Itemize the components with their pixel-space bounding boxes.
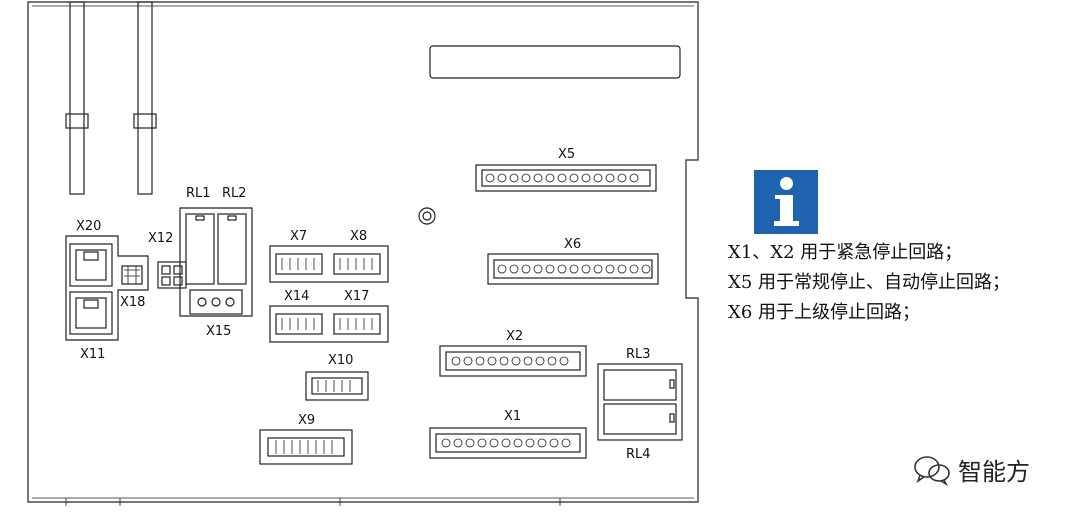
label-rl4: RL4 <box>626 447 651 462</box>
label-x1: X1 <box>504 409 521 424</box>
note-line-3: X6 用于上级停止回路； <box>728 302 920 323</box>
connector-x7-x8 <box>269 245 389 283</box>
notes-panel: X1、X2 用于紧急停止回路； X5 用于常规停止、自动停止回路； X6 用于上… <box>728 238 1078 328</box>
connector-x1 <box>429 427 587 459</box>
relay-rl1-rl2 <box>179 207 253 317</box>
connector-x6 <box>487 253 659 285</box>
watermark: 智能方 <box>912 452 1030 487</box>
label-x18: X18 <box>120 295 145 310</box>
wechat-icon <box>914 455 950 486</box>
connector-x14-x17 <box>269 305 389 343</box>
connector-x20-x11 <box>65 235 149 341</box>
label-x10: X10 <box>328 353 353 368</box>
label-x20: X20 <box>76 219 101 234</box>
connector-x12 <box>157 261 187 289</box>
label-x12: X12 <box>148 231 173 246</box>
label-x8: X8 <box>350 229 367 244</box>
label-rl1: RL1 <box>186 186 211 201</box>
label-x7: X7 <box>290 229 307 244</box>
label-rl3: RL3 <box>626 347 651 362</box>
circuit-board-diagram: X5 X6 X2 X1 RL1 RL2 RL3 RL4 X12 X20 X18 … <box>27 1 699 506</box>
label-x15: X15 <box>206 324 231 339</box>
connector-x5 <box>475 164 657 192</box>
connector-x10 <box>305 371 369 401</box>
label-x14: X14 <box>284 289 309 304</box>
note-line-1: X1、X2 用于紧急停止回路； <box>728 242 963 263</box>
label-x6: X6 <box>564 237 581 252</box>
relay-rl3-rl4 <box>597 363 683 441</box>
label-x5: X5 <box>558 147 575 162</box>
support-rails <box>65 1 157 195</box>
info-icon <box>754 170 818 234</box>
connector-x2 <box>439 345 587 377</box>
mounting-nut <box>418 207 436 225</box>
label-x2: X2 <box>506 329 523 344</box>
board-outline <box>27 1 699 503</box>
note-line-2: X5 用于常规停止、自动停止回路； <box>728 272 1010 293</box>
label-plate <box>429 45 681 79</box>
connector-x9 <box>259 429 353 465</box>
watermark-text: 智能方 <box>958 458 1030 486</box>
label-x9: X9 <box>298 413 315 428</box>
label-x17: X17 <box>344 289 369 304</box>
label-rl2: RL2 <box>222 186 247 201</box>
label-x11: X11 <box>80 347 105 362</box>
